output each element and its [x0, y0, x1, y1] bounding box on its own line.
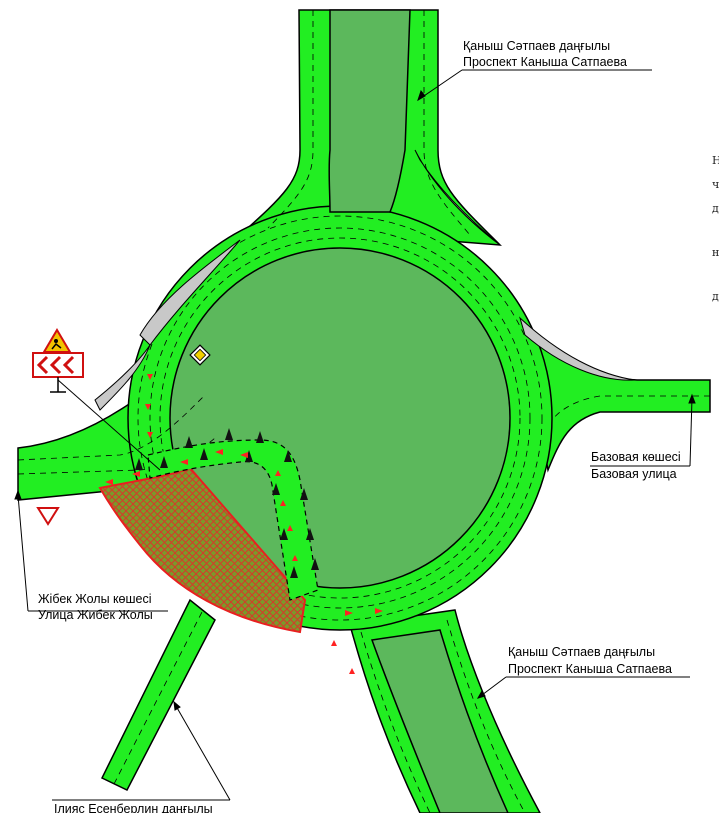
ring-lane-2 — [149, 227, 531, 609]
lane-south-2 — [446, 619, 526, 813]
lane-west-2 — [17, 394, 206, 461]
edge-char: ч — [712, 178, 719, 191]
label-satpaev-south-kz: Қаныш Сәтпаев даңғылы — [508, 645, 655, 659]
central-island — [169, 247, 511, 589]
traffic-cone-icon — [135, 458, 143, 470]
island-northwest — [139, 239, 241, 346]
edge-text: Н ч д н д — [712, 154, 719, 303]
arrow-icon — [147, 374, 153, 380]
arrow-icon — [331, 640, 337, 646]
lane-south-1 — [360, 631, 431, 813]
arrow-icon — [375, 608, 383, 614]
label-satpaev-north-kz: Қаныш Сәтпаев даңғылы — [463, 39, 610, 53]
arrow-icon — [345, 610, 353, 616]
median-north — [328, 9, 411, 213]
edge-char: Н — [712, 154, 719, 167]
edge-char: д — [712, 290, 719, 303]
arrow-icon — [275, 470, 281, 476]
island-northeast — [414, 149, 501, 246]
label-satpaev-north-ru: Проспект Каныша Сатпаева — [463, 55, 627, 69]
label-zhibek-ru: Улица Жибек Жолы — [38, 608, 153, 622]
traffic-cone-icon — [290, 566, 298, 578]
ring-lane-1 — [137, 215, 543, 621]
roadworks-sign-icon — [42, 328, 72, 353]
lane-north-2 — [423, 10, 471, 236]
traffic-cone-icon — [306, 528, 314, 540]
closure-zone — [98, 439, 319, 634]
label-bazovaya-ru: Базовая улица — [591, 467, 677, 481]
island-east — [519, 316, 636, 381]
arrow-icon — [280, 500, 286, 506]
roads — [17, 9, 711, 813]
arrow-icon — [240, 452, 248, 458]
traffic-cone-icon — [256, 431, 264, 443]
sign-post — [50, 377, 66, 393]
island-west — [94, 344, 151, 411]
arrow-icon — [132, 471, 140, 477]
arrow-icon — [145, 404, 151, 410]
sign-leader — [57, 379, 161, 471]
lane-east-1 — [551, 395, 710, 421]
street-labels: Қаныш Сәтпаев даңғылы Проспект Каныша Са… — [38, 39, 681, 813]
edge-char: н — [712, 246, 719, 259]
arrow-icon — [147, 432, 153, 438]
traffic-cone-icon — [245, 450, 253, 462]
median-south — [370, 629, 509, 813]
traffic-cone-icon — [280, 528, 288, 540]
arrow-icon — [105, 479, 113, 485]
arrow-icon — [292, 555, 298, 561]
hatched-closure-area — [98, 466, 307, 634]
roadworks-sign — [32, 328, 161, 471]
yield-triangle-icon — [36, 507, 60, 526]
label-bazovaya-kz: Базовая көшесі — [591, 450, 681, 464]
priority-road-sign — [189, 344, 211, 366]
priority-road-diamond-icon — [189, 344, 211, 366]
chevron-left-board-icon — [32, 352, 84, 378]
arrow-icon — [215, 449, 223, 455]
label-esenberlin-kz: Ілияс Есенберлин даңғылы — [54, 802, 213, 813]
arrow-icon — [180, 459, 188, 465]
arrow-icon — [349, 668, 355, 674]
arrow-icon — [287, 525, 293, 531]
detour-arrows — [105, 374, 383, 674]
road-southwest — [100, 598, 216, 791]
label-zhibek-kz: Жібек Жолы көшесі — [38, 592, 152, 606]
traffic-cone-icon — [185, 436, 193, 448]
traffic-cone-icon — [284, 450, 292, 462]
traffic-cone-icon — [300, 488, 308, 500]
traffic-cone-icon — [160, 456, 168, 468]
ring-lane-3 — [159, 237, 521, 599]
label-leaders — [14, 69, 696, 801]
cones — [135, 428, 319, 578]
yield-sign — [36, 507, 60, 526]
label-satpaev-south-ru: Проспект Каныша Сатпаева — [508, 662, 672, 676]
edge-char: д — [712, 202, 719, 215]
traffic-cone-icon — [200, 448, 208, 460]
traffic-cone-icon — [272, 483, 280, 495]
traffic-cone-icon — [225, 428, 233, 440]
traffic-cone-icon — [311, 558, 319, 570]
detour-corridor — [147, 439, 319, 601]
